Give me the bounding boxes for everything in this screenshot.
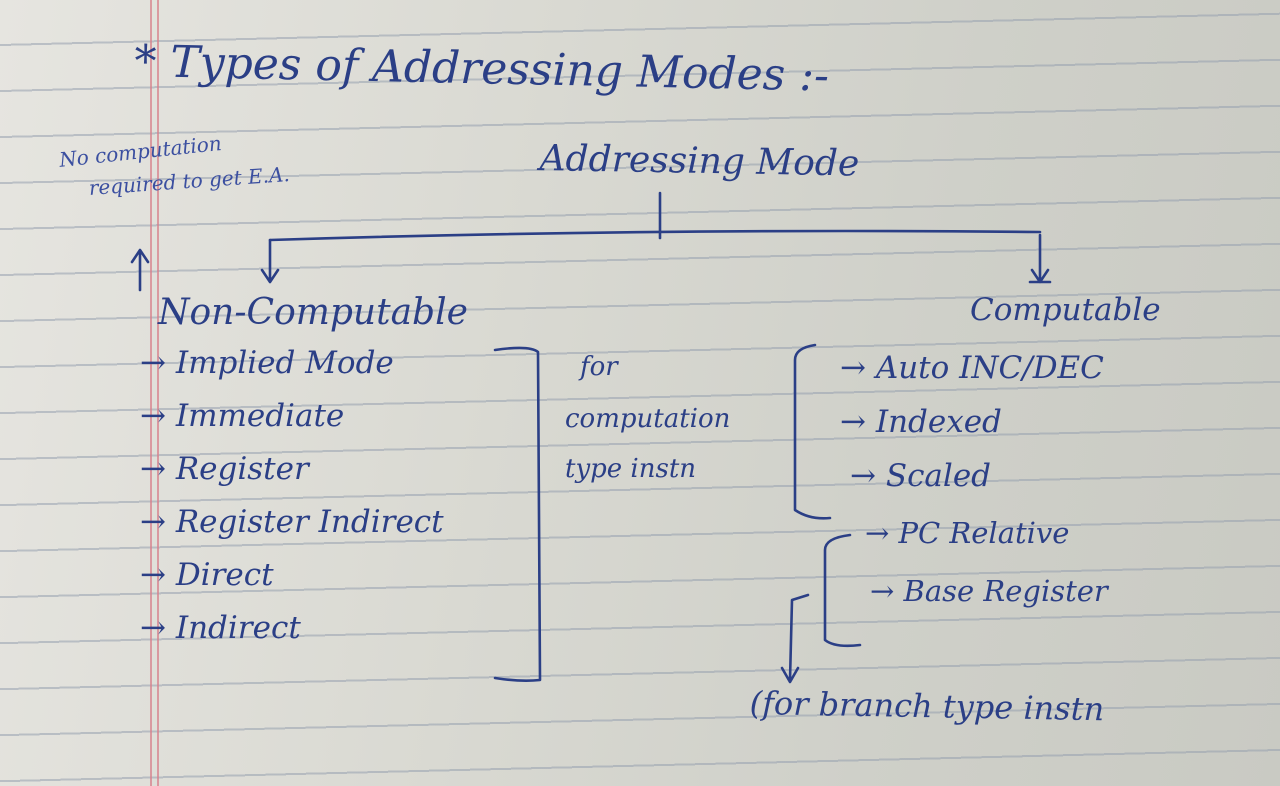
list-item: → Auto INC/DEC [840,350,1104,386]
list-item: → Scaled [850,458,992,494]
subtitle: Addressing Mode [539,138,860,185]
bracket-right-noncomputable [493,346,542,682]
branch-note: (for branch type instn [749,684,1105,729]
margin-line [157,0,159,786]
arrow-down-left [260,238,280,284]
arrow-down-branch [780,593,810,684]
list-item: → Direct [140,557,274,593]
list-item: → Base Register [870,574,1108,608]
list-item: → Implied Mode [140,345,394,381]
list-item: → Register Indirect [140,504,444,540]
arrow-up-note [130,248,150,292]
list-item: → Indirect [140,610,301,646]
list-item: → Indexed [840,404,1002,440]
middle-note-line1: for [580,352,618,382]
middle-note-line2: computation [565,404,731,434]
non-computable-heading: Non-Computable [158,292,468,333]
list-item: → PC Relative [865,516,1070,550]
arrow-down-right [1028,233,1052,284]
branch-bar [268,229,1042,242]
bracket-left-computable [793,343,832,520]
list-item: → Register [140,451,309,487]
middle-note-line3: type instn [565,454,697,484]
list-item: → Immediate [140,398,345,434]
margin-line [150,0,152,786]
computable-heading: Computable [970,292,1161,328]
bracket-left-branch [823,533,862,648]
